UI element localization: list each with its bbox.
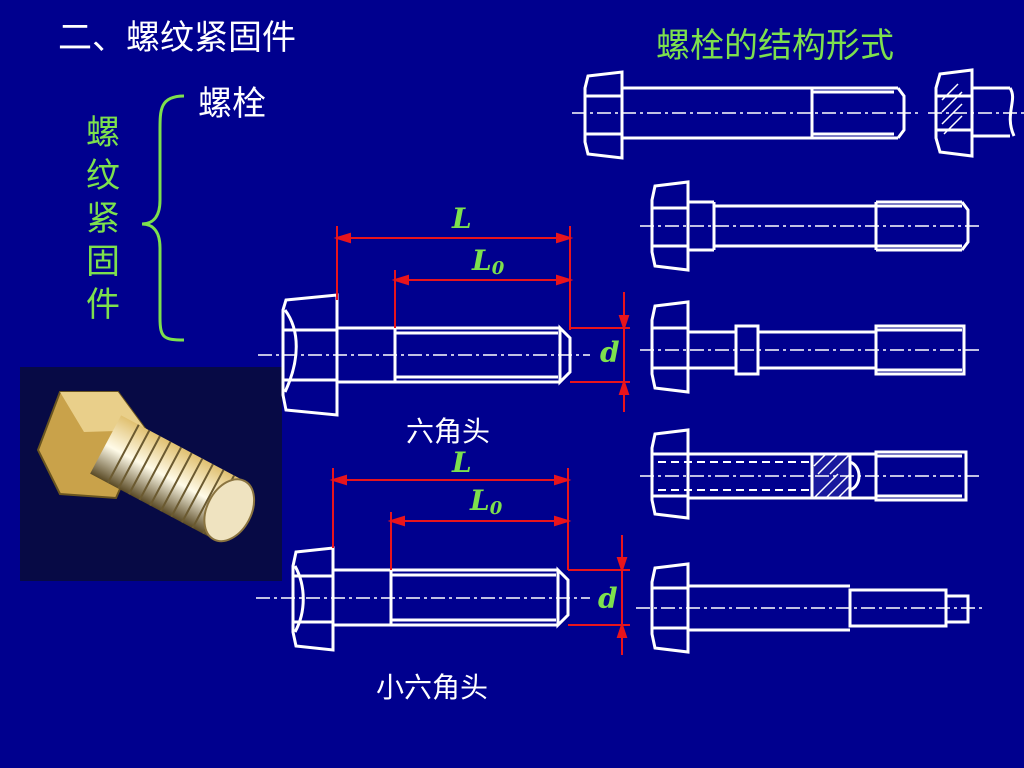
caption-small-hex-head: 小六角头: [376, 671, 489, 704]
category-vertical-label: 螺纹紧固件: [86, 113, 120, 325]
variant-bolt-side-view: [934, 68, 1016, 158]
small-hex-head-bolt: [291, 546, 570, 652]
page-title: 二、螺纹紧固件: [58, 18, 296, 58]
small-hex-dimensions: [329, 468, 630, 655]
variant-bolt-4-hatch: [813, 453, 851, 499]
variant-bolt-1: [583, 70, 906, 160]
dim-L0-small-hex-sub: 0: [489, 498, 503, 519]
bolt-label: 螺栓: [198, 84, 266, 124]
dim-d-small-hex: d: [598, 582, 618, 615]
variant-bolt-2: [650, 180, 970, 272]
bolt-photo-drawing: [36, 391, 256, 543]
dim-L0-small-hex: L0: [470, 484, 502, 519]
dim-L0-small-hex-main: L: [470, 484, 490, 517]
dim-L-small-hex: L: [452, 446, 472, 479]
dim-L0-hex-sub: 0: [491, 258, 505, 279]
dim-L0-hex: L0: [472, 244, 504, 279]
variant-bolt-3: [650, 300, 966, 394]
variant-bolt-4: [650, 428, 968, 520]
dim-d-hex: d: [600, 336, 620, 369]
caption-hex-head: 六角头: [406, 415, 491, 448]
variant-bolt-5: [650, 562, 970, 654]
dim-L-hex: L: [452, 202, 472, 235]
hex-dimensions: [333, 226, 630, 412]
dim-L0-hex-main: L: [472, 244, 492, 277]
section-title: 螺栓的结构形式: [656, 26, 894, 66]
category-bracket: [141, 94, 185, 342]
